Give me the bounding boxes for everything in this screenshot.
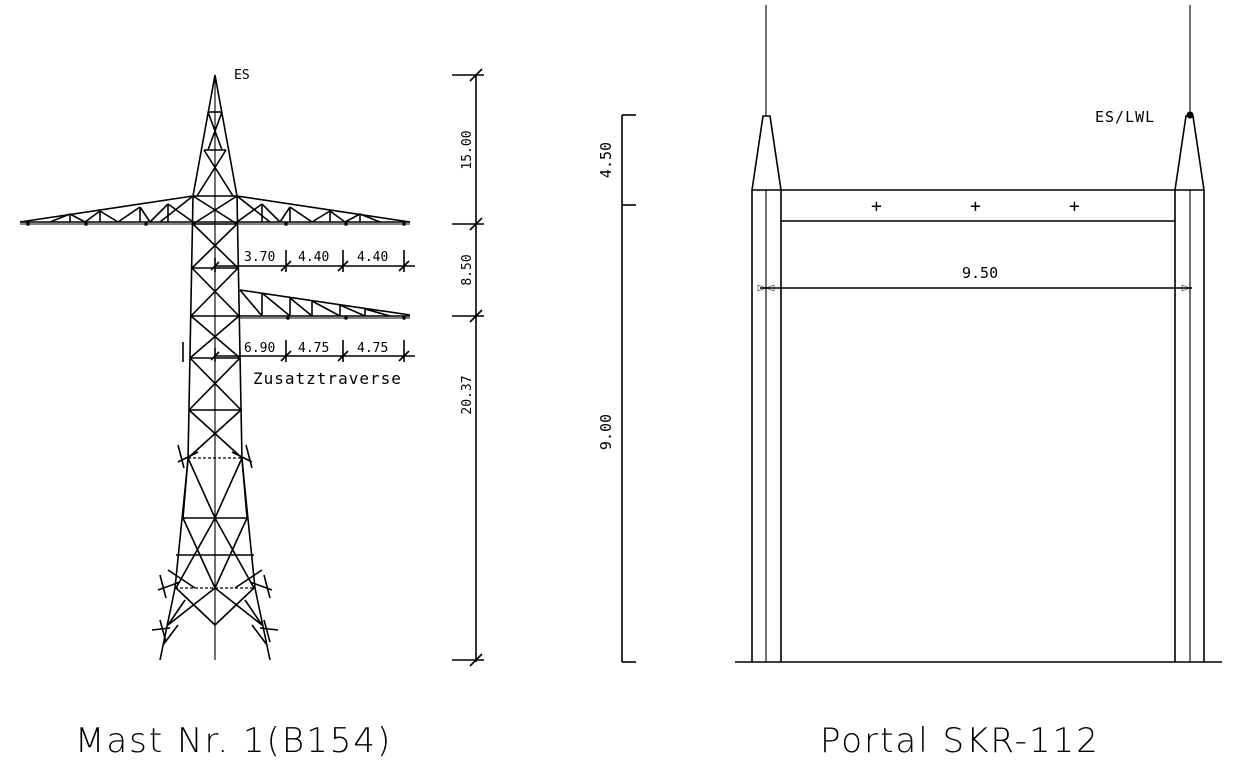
span-dimension-line xyxy=(757,284,1192,292)
vert-dim-1: 15.00 xyxy=(460,130,475,169)
extra-crossarm-label: Zusatztraverse xyxy=(253,369,402,388)
upper-conductor-points xyxy=(26,222,406,226)
earth-wire-label: ES xyxy=(234,68,250,83)
lower-dim-3: 4.75 xyxy=(357,341,388,356)
upper-arm-dimension-line xyxy=(210,250,415,272)
mast-peak xyxy=(192,74,238,197)
mast-x-bracing xyxy=(162,195,268,646)
insulator-mark-1: + xyxy=(871,196,882,217)
lower-dim-1: 6.90 xyxy=(244,341,275,356)
lower-conductor-points xyxy=(286,316,406,320)
portal-vert-dim-2: 9.00 xyxy=(597,414,615,450)
portal-title: Portal SKR-112 xyxy=(820,721,1100,761)
portal-structure: + + + ES/LWL 9.50 4.50 9.00 Portal SKR-1… xyxy=(597,5,1222,761)
mast-right-leg xyxy=(236,195,271,661)
portal-earth-wire-label: ES/LWL xyxy=(1095,108,1155,126)
span-dimension: 9.50 xyxy=(962,264,998,282)
vert-dim-3: 20.37 xyxy=(460,375,475,414)
vertical-dimension-chain xyxy=(452,68,484,667)
mast-left-leg xyxy=(159,195,194,661)
vert-dim-2: 8.50 xyxy=(460,254,475,285)
mast-title: Mast Nr. 1(B154) xyxy=(75,721,392,761)
insulator-mark-3: + xyxy=(1069,196,1080,217)
upper-dim-1: 3.70 xyxy=(244,250,275,265)
lower-arm-dimension-line xyxy=(210,340,415,362)
lower-dim-2: 4.75 xyxy=(298,341,329,356)
upper-dim-3: 4.40 xyxy=(357,250,388,265)
lattice-mast: 3.70 4.40 4.40 6.90 4.75 4.75 Zusatztrav… xyxy=(19,68,484,761)
portal-vert-dim-1: 4.50 xyxy=(597,142,615,178)
lower-crossarm xyxy=(239,289,411,319)
portal-vertical-dimension xyxy=(621,114,636,663)
upper-dim-2: 4.40 xyxy=(298,250,329,265)
upper-crossarm-bracing xyxy=(49,195,381,223)
leg-splice-marks xyxy=(151,342,279,643)
peak-bracing xyxy=(196,111,234,197)
lower-crossarm-bracing xyxy=(239,289,391,317)
insulator-mark-2: + xyxy=(970,196,981,217)
earth-wire-attachment xyxy=(1186,111,1194,119)
